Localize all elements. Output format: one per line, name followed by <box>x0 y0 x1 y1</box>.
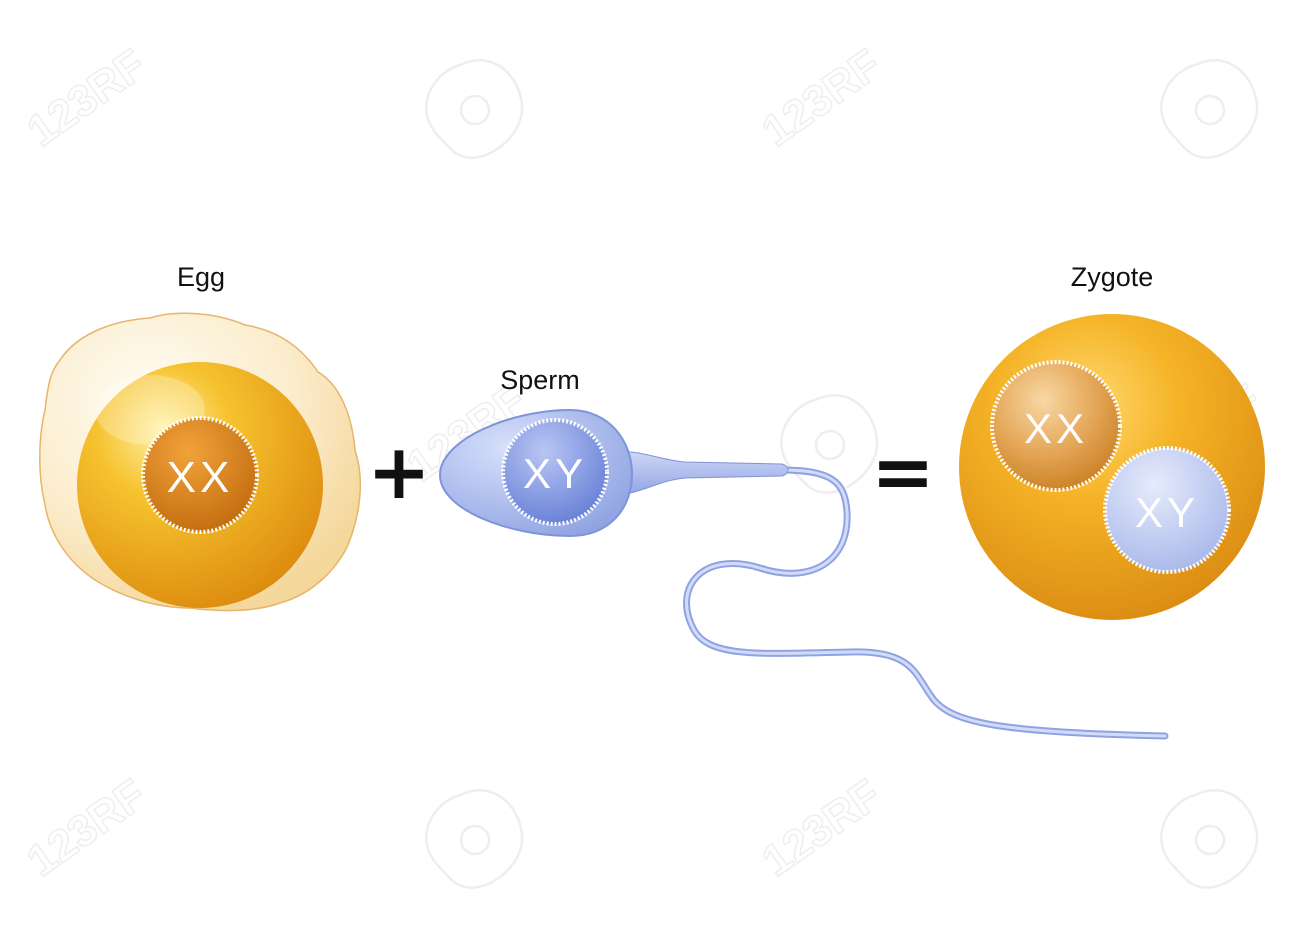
sperm-label: Sperm <box>500 365 580 395</box>
watermark-logo-eye-icon <box>814 429 846 461</box>
sperm-chromosomes: XY <box>523 450 587 497</box>
watermark-logo-eye-icon <box>459 824 491 856</box>
watermark-tile <box>1160 59 1259 159</box>
egg-label: Egg <box>176 262 226 292</box>
watermark-text: 123RF <box>754 40 890 156</box>
egg-chromosomes: XX <box>167 453 234 502</box>
sperm-tail-inner <box>685 468 1167 738</box>
watermark-logo-icon <box>425 59 524 159</box>
watermark-logo-icon <box>1160 789 1259 889</box>
sperm-nucleus <box>501 418 609 526</box>
watermark-logo-eye-icon <box>459 94 491 126</box>
watermark-tile <box>1160 789 1259 889</box>
sperm-midpiece <box>619 451 789 495</box>
watermark-logo-eye-icon <box>1194 94 1226 126</box>
zygote-maternal-chromosomes: XX <box>1024 405 1088 452</box>
watermark-logo-icon <box>425 789 524 889</box>
zygote-paternal-nucleus <box>1103 446 1231 574</box>
watermark-logo-eye-icon <box>1194 824 1226 856</box>
zygote-label: Zygote <box>1070 262 1154 292</box>
zygote-cell: XX XY <box>959 314 1265 620</box>
watermark-logo-icon <box>780 394 879 494</box>
watermark-logo-icon <box>1160 59 1259 159</box>
egg-cell: XX <box>39 312 362 612</box>
watermark-tile: 123RF <box>18 39 156 156</box>
watermark-text: 123RF <box>754 770 890 886</box>
watermark-tile: 123RF <box>753 39 891 156</box>
plus-sign: + <box>367 427 431 516</box>
watermark-tile <box>780 394 879 494</box>
sperm-cell: XY <box>438 408 1169 740</box>
zygote-paternal-chromosomes: XY <box>1135 489 1199 536</box>
watermark-text: 123RF <box>19 40 155 156</box>
watermark-tile: 123RF <box>753 769 891 886</box>
watermark-text: 123RF <box>19 770 155 886</box>
zygote-maternal-nucleus <box>990 360 1122 492</box>
equals-sign: = <box>871 427 935 516</box>
egg-nucleus <box>141 416 259 534</box>
watermark-tile: 123RF <box>18 769 156 886</box>
watermark-tile <box>425 59 524 159</box>
watermark-tile <box>425 789 524 889</box>
